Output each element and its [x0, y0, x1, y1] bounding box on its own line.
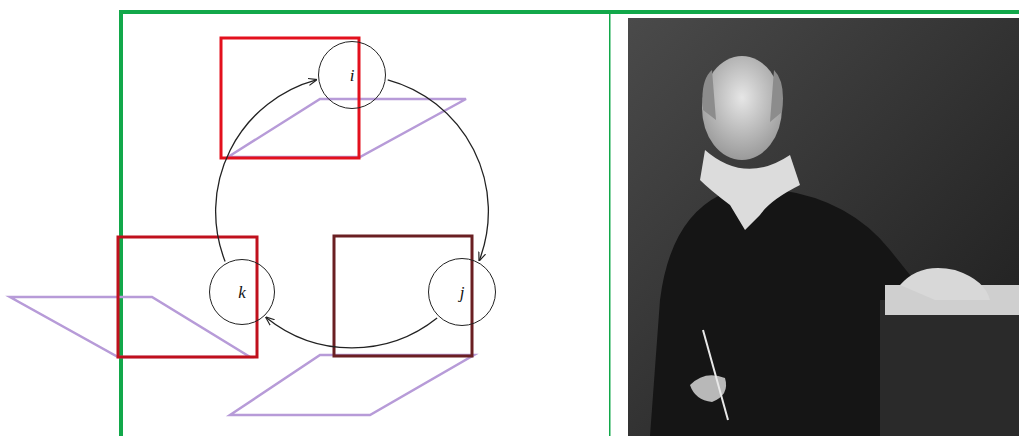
portrait-hair: [702, 70, 783, 122]
vertex-label: k: [236, 284, 248, 301]
cycle-arrow: [388, 80, 489, 261]
frame-top: [120, 10, 1019, 14]
plane-shape: [230, 355, 474, 415]
portrait-table: [880, 300, 1019, 436]
vertex-label: i: [348, 67, 357, 84]
portrait-quill: [703, 330, 728, 420]
portrait-cravat: [700, 150, 800, 230]
portrait-ground: [628, 18, 1019, 436]
vertex-label: j: [458, 284, 467, 301]
vertex-circle: k: [209, 259, 275, 325]
plane-shape: [10, 297, 250, 357]
square-frame: [118, 237, 257, 357]
square-frame: [221, 38, 359, 158]
portrait-hand: [900, 268, 990, 300]
cycle-arrow: [216, 80, 317, 262]
frame-divider: [609, 14, 611, 436]
portrait-head: [702, 56, 782, 160]
vertex-circle: j: [428, 258, 496, 326]
cycle-arrow: [266, 317, 437, 347]
frame-left: [119, 10, 123, 436]
vertex-circle: i: [318, 41, 386, 109]
portrait-hand: [690, 375, 726, 402]
